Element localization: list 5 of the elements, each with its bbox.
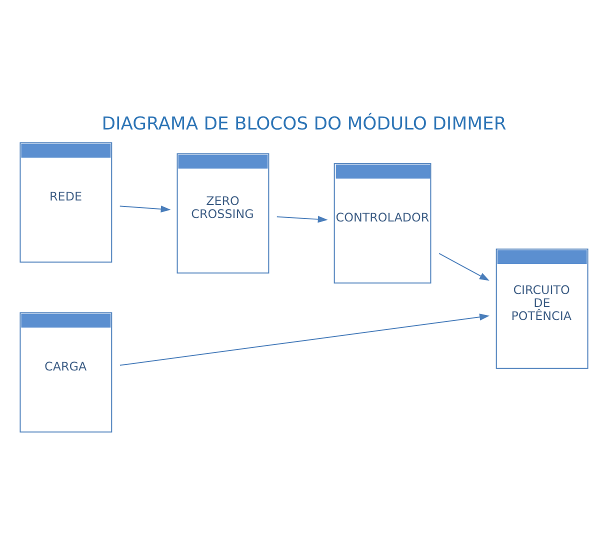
- arrow: [438, 252, 490, 280]
- arrow: [119, 313, 490, 366]
- arrow: [276, 215, 328, 222]
- arrow: [119, 205, 171, 212]
- diagram-title: DIAGRAMA DE BLOCOS DO MÓDULO DIMMER: [102, 112, 506, 134]
